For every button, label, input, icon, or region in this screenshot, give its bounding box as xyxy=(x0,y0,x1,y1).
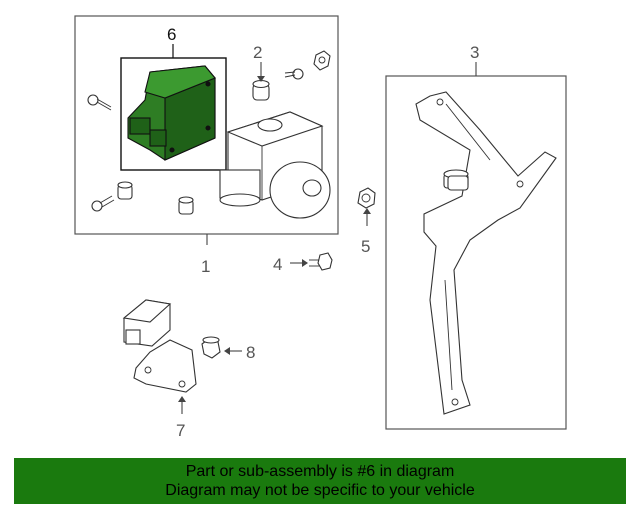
bolt-lower-left xyxy=(91,195,115,212)
callout-4: 4 xyxy=(273,255,282,274)
banner-line-1: Part or sub-assembly is #6 in diagram xyxy=(185,463,455,480)
callout-1: 1 xyxy=(201,257,210,276)
grommet-left xyxy=(117,181,133,200)
bolt-upper-left xyxy=(87,94,112,111)
callout-7: 7 xyxy=(176,421,185,440)
bolt-part-4 xyxy=(290,252,333,271)
info-banner: Part or sub-assembly is #6 in diagram Di… xyxy=(14,458,626,504)
nut-part-8 xyxy=(201,336,242,359)
callout-2: 2 xyxy=(253,43,262,62)
callout-6: 6 xyxy=(167,25,176,44)
grommet-center xyxy=(178,196,194,215)
callout-3: 3 xyxy=(470,43,479,62)
grommet-bracket xyxy=(447,175,469,191)
bushing-part-2 xyxy=(252,62,270,101)
abs-control-module-part-6 xyxy=(127,65,216,161)
parts-diagram: 1 6 xyxy=(74,15,567,440)
banner-line-2: Diagram may not be specific to your vehi… xyxy=(165,482,475,499)
callout-8: 8 xyxy=(246,343,255,362)
hydraulic-unit xyxy=(219,111,331,219)
bracket-part-7 xyxy=(122,299,197,414)
mounting-bracket-part-3 xyxy=(415,91,557,415)
nut-upper-right xyxy=(313,50,331,71)
nut-part-5 xyxy=(357,187,376,226)
bolt-upper-right xyxy=(284,68,304,80)
callout-5: 5 xyxy=(361,237,370,256)
